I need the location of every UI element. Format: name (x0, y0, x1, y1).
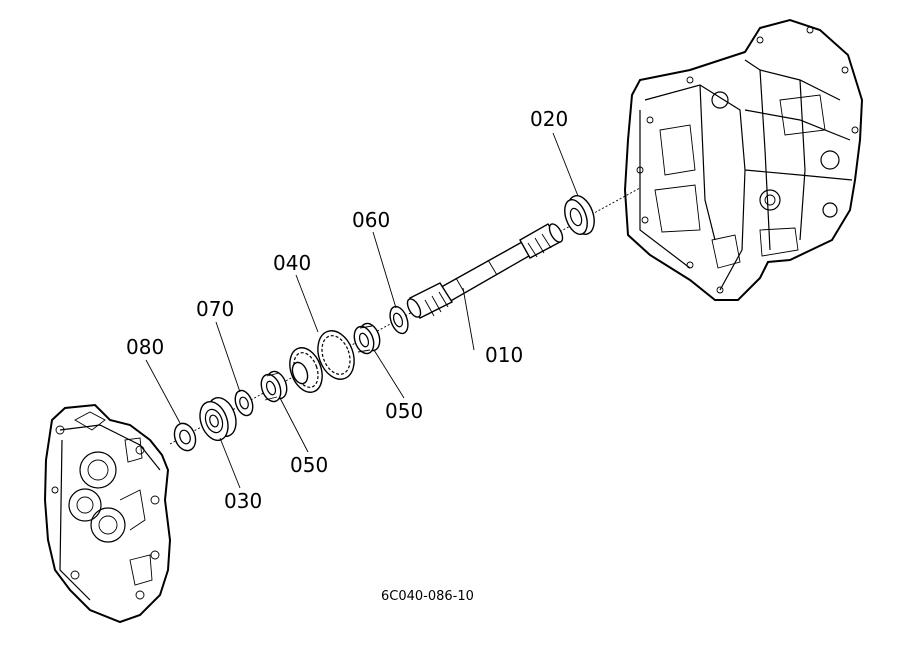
needle-bearing-050-left (260, 370, 288, 403)
transmission-case (623, 18, 864, 301)
front-cover (43, 403, 172, 624)
callout-030: 030 (224, 489, 262, 513)
bearing-020 (564, 195, 595, 235)
washer-070 (234, 389, 254, 417)
callout-010: 010 (485, 343, 523, 367)
figure-code: 6C040-086-10 (381, 589, 474, 604)
callout-060: 060 (352, 208, 390, 232)
callout-050-right: 050 (385, 399, 423, 423)
gear-040 (289, 330, 355, 393)
needle-bearing-050-right (353, 322, 381, 355)
callout-080: 080 (126, 335, 164, 359)
callout-070: 070 (196, 297, 234, 321)
callout-040: 040 (273, 251, 311, 275)
leader-lines (145, 132, 579, 489)
callout-050-left: 050 (290, 453, 328, 477)
main-shaft (406, 223, 564, 319)
washer-060 (389, 305, 409, 335)
seal-080 (173, 422, 197, 452)
callout-020: 020 (530, 107, 568, 131)
bearing-030 (199, 396, 237, 442)
